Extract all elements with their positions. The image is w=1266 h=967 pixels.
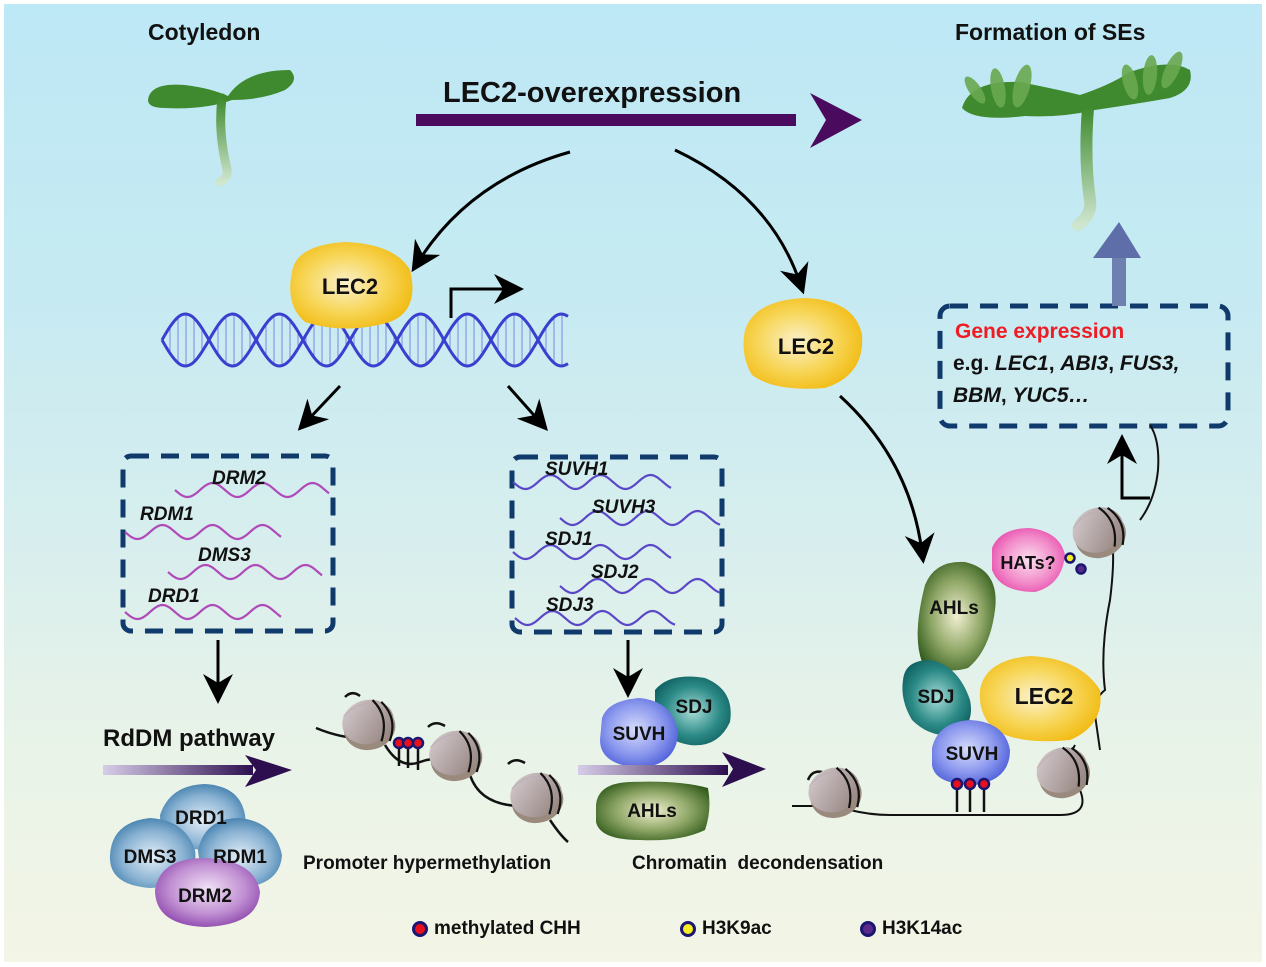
h3k9ac-dot-icon (680, 921, 696, 937)
lec2-free-blob: LEC2 (743, 298, 863, 389)
ahls-right-label: AHLs (929, 598, 979, 619)
lec2-complex-label: LEC2 (1015, 683, 1074, 709)
main-overexpression-arrow (416, 93, 862, 148)
gene-name: YUC5… (1012, 384, 1090, 407)
up-arrow-to-se (1093, 222, 1141, 306)
gene-expression-tss-arrow (1107, 434, 1150, 500)
rddm-pathway-arrow (103, 755, 292, 787)
suvh-gene-label: SDJ3 (546, 595, 594, 616)
legend-item-h3k14ac: H3K14ac (860, 918, 962, 940)
rddm-protein-complex: DRD1 DMS3 RDM1 DRM2 (109, 784, 282, 927)
cotyledon-title: Cotyledon (148, 19, 260, 45)
gene-transcript-wave (512, 543, 672, 561)
rddm-complex-label: DMS3 (124, 847, 177, 868)
gene-name: LEC1 (995, 352, 1049, 375)
rddm-genes-box (120, 453, 336, 634)
suvh-mid-label: SUVH (613, 724, 666, 745)
sdj-right-label: SDJ (918, 687, 955, 708)
gene-transcript-wave (559, 577, 721, 595)
cotyledon-seedling-icon (148, 70, 294, 187)
ahls-mid-label: AHLs (627, 801, 677, 822)
right-protein-complex: HATs? AHLs SDJ LEC2 SUVH (902, 528, 1101, 812)
eg-prefix: e.g. (953, 352, 996, 375)
rddm-gene-label: DRD1 (148, 586, 200, 607)
gene-expression-line2: BBM, YUC5… (953, 384, 1090, 407)
rddm-complex-label: RDM1 (213, 847, 267, 868)
rddm-complex-label: DRM2 (178, 886, 232, 907)
suvh-gene-label: SUVH1 (545, 459, 608, 480)
lec2-dna-bound-blob: LEC2 (290, 242, 413, 329)
suvh-gene-label: SUVH3 (592, 497, 656, 518)
gene-expression-box (937, 303, 1231, 429)
legend-label: H3K14ac (882, 918, 963, 939)
transcription-start-arrow (449, 274, 524, 318)
gene-transcript-wave (124, 603, 282, 621)
arrow-lec2-to-complex (838, 394, 935, 564)
methylated-chh-marks-right (950, 777, 991, 812)
histone-acetylation-marks (1064, 552, 1087, 575)
arrow-to-rddm-genes (297, 384, 342, 431)
legend-label: H3K9ac (702, 918, 772, 939)
somatic-embryo-plant-icon (962, 51, 1191, 231)
gene-name: FUS3, (1119, 352, 1180, 375)
rddm-gene-waves (124, 481, 330, 621)
legend-item-h3k9ac: H3K9ac (680, 918, 772, 940)
legend-label: methylated CHH (434, 918, 581, 939)
gene-name: ABI3 (1060, 352, 1109, 375)
sdj-mid-label: SDJ (676, 697, 713, 718)
lec2-dna-label: LEC2 (322, 274, 378, 299)
arrow-to-lec2-dna (411, 150, 571, 273)
open-chromatin (792, 424, 1160, 827)
lec2-free-label: LEC2 (778, 334, 834, 359)
gene-transcript-wave (512, 473, 672, 491)
lec2-overexpression-title: LEC2-overexpression (443, 77, 741, 109)
gene-expression-heading: Gene expression (955, 320, 1125, 343)
dna-strand (160, 312, 569, 368)
rddm-pathway-label: RdDM pathway (103, 725, 276, 752)
arrow-to-lec2-free (674, 148, 809, 295)
condensed-chromatin (315, 692, 570, 843)
rddm-gene-label: RDM1 (140, 504, 194, 525)
rddm-gene-label: DMS3 (198, 545, 251, 566)
middle-protein-complex: SDJ SUVH AHLs (578, 676, 766, 841)
chromatin-decondensation-label: Chromatin decondensation (632, 853, 883, 874)
gene-transcript-wave (174, 481, 330, 499)
rddm-complex-label: DRD1 (175, 808, 227, 829)
rddm-gene-label: DRM2 (212, 468, 266, 489)
legend-item-methylated-chh: methylated CHH (412, 918, 581, 940)
gene-expression-line1: e.g. LEC1, ABI3, FUS3, (953, 352, 1180, 375)
gene-transcript-wave (559, 509, 721, 527)
suvh-gene-label: SDJ1 (545, 529, 593, 550)
gene-transcript-wave (514, 609, 676, 627)
se-formation-title: Formation of SEs (955, 19, 1145, 45)
suvh-gene-label: SDJ2 (591, 562, 639, 583)
gene-transcript-wave (167, 563, 323, 581)
gene-expression-panel: Gene expression e.g. LEC1, ABI3, FUS3, B… (943, 308, 1228, 426)
suvh-genes-box (509, 454, 725, 635)
hats-label: HATs? (1000, 553, 1055, 573)
gene-transcript-wave (124, 523, 282, 541)
methylated-chh-dot-icon (412, 921, 428, 937)
suvh-gene-waves (512, 473, 721, 627)
h3k14ac-dot-icon (860, 921, 876, 937)
methylated-chh-marks (392, 736, 425, 770)
promoter-hypermethylation-label: Promoter hypermethylation (303, 853, 551, 874)
arrow-to-suvh-genes (506, 385, 548, 431)
gene-name: BBM (953, 384, 1001, 407)
suvh-right-label: SUVH (946, 744, 999, 765)
